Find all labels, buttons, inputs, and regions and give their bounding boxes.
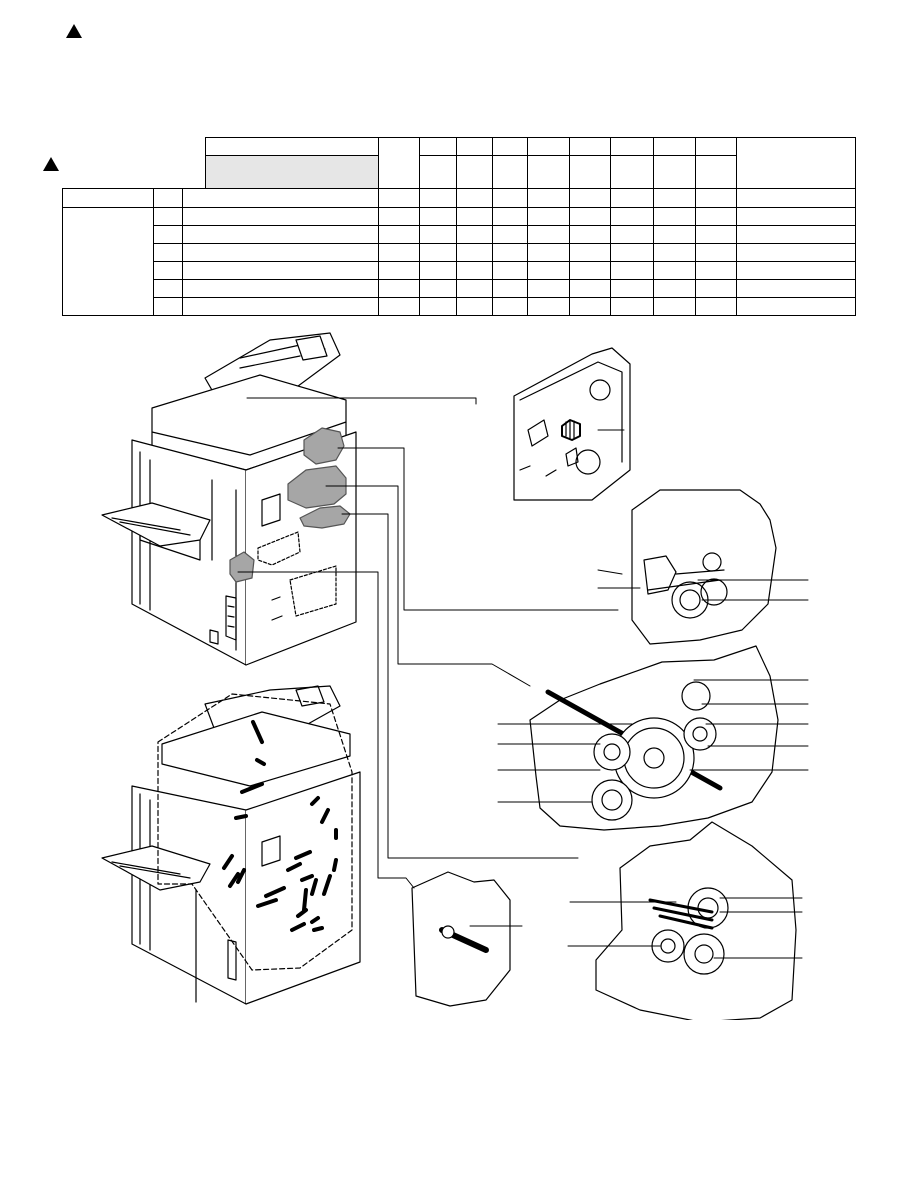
- table-cell: [378, 188, 420, 208]
- highlight-region: [287, 465, 347, 509]
- highlight-region: [229, 551, 255, 583]
- part-header-cell: [182, 188, 379, 208]
- header-cell: [695, 155, 737, 189]
- header-cell: [653, 137, 696, 156]
- parts-diagram: [101, 332, 809, 1020]
- no-header-cell: [153, 188, 183, 208]
- header-cell: [695, 137, 737, 156]
- header-cell: [492, 155, 528, 189]
- highlight-region: [299, 505, 351, 529]
- header-cell: [569, 155, 611, 189]
- header-cell: [610, 155, 654, 189]
- header-cell: [419, 155, 457, 189]
- warning-triangle-icon: [43, 157, 59, 171]
- table-row: [153, 261, 183, 280]
- warning-triangle-icon: [66, 24, 82, 38]
- header-cell: [456, 155, 493, 189]
- header-cell: [569, 137, 611, 156]
- table-cell: [527, 188, 570, 208]
- header-cell: [205, 137, 379, 156]
- unit-header-cell: [62, 188, 154, 208]
- toner-drive-unit-illustration: [631, 489, 777, 645]
- maintenance-parts-table: [62, 188, 856, 316]
- header-cell: [419, 137, 457, 156]
- table-cell: [419, 188, 457, 208]
- table-cell: [736, 188, 856, 208]
- header-cell: [653, 155, 696, 189]
- header-cell: [456, 137, 493, 156]
- table-row: [153, 243, 183, 262]
- developer-drive-unit-illustration: [529, 645, 779, 831]
- table-cell: [569, 188, 611, 208]
- header-cell: [736, 137, 856, 189]
- unit-cell: [62, 207, 154, 316]
- lubrication-points-illustration: [101, 685, 361, 1005]
- table-row: [153, 279, 183, 298]
- table-cell: [456, 188, 493, 208]
- table-cell: [610, 188, 654, 208]
- table-cell: [492, 188, 528, 208]
- table-row: [153, 225, 183, 244]
- drive-plate-gear-illustration: [513, 347, 631, 501]
- highlight-region: [303, 427, 345, 465]
- process-drive-unit-illustration: [595, 821, 797, 1020]
- maintenance-header-table: [205, 137, 856, 189]
- table-cell: [653, 188, 696, 208]
- table-row: [153, 297, 183, 316]
- header-shaded-cell: [205, 155, 379, 189]
- machine-overview-illustration: [101, 332, 357, 666]
- header-cell: [378, 137, 420, 189]
- callout-lines: [237, 397, 809, 959]
- table-row: [153, 207, 183, 226]
- table-cell: [695, 188, 737, 208]
- header-cell: [610, 137, 654, 156]
- motor-shaft-gear-illustration: [411, 871, 511, 1007]
- header-cell: [527, 137, 570, 156]
- header-cell: [492, 137, 528, 156]
- header-cell: [527, 155, 570, 189]
